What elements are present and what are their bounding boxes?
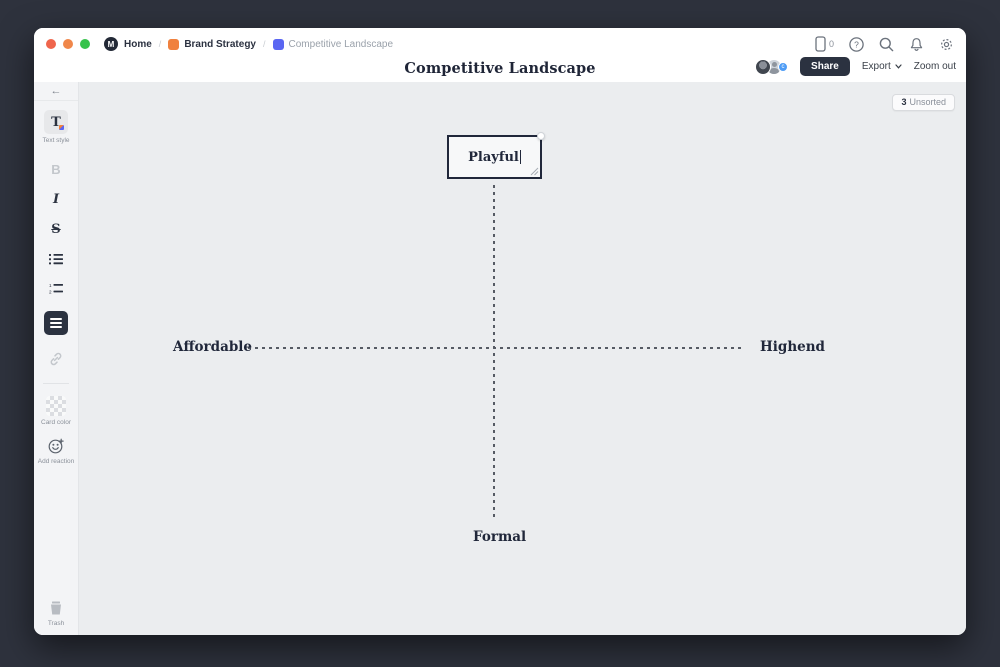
minimize-window-button[interactable] [63,39,73,49]
trash-icon [51,601,61,615]
avatar [755,58,772,75]
board-icon-competitive-landscape [272,38,284,50]
board-icon-brand-strategy [168,38,180,50]
content-area: ← T Text style B I S [34,82,966,635]
breadcrumb-separator: / [158,39,162,49]
add-reaction-label: Add reaction [37,458,75,465]
zoom-out-button[interactable]: Zoom out [913,61,956,72]
link-button[interactable] [44,347,68,371]
svg-text:?: ? [854,39,859,49]
italic-button[interactable]: I [44,187,68,211]
chevron-down-icon [895,64,902,69]
mobile-uploads-button[interactable]: 0 [815,36,834,52]
share-button[interactable]: Share [800,57,850,76]
breadcrumb-brand-strategy[interactable]: Brand Strategy [184,38,256,50]
card-color-button[interactable]: Card color [41,396,71,426]
svg-text:1: 1 [49,283,52,288]
phone-icon [815,36,826,52]
titlebar-actions: c Share Export Zoom out [755,57,956,76]
export-label: Export [861,61,891,72]
numbered-list-icon: 12 [49,283,63,295]
bell-icon [910,37,923,51]
horizontal-axis-line[interactable] [248,347,745,349]
back-button[interactable]: ← [34,82,78,101]
unsorted-count: 3 [901,97,907,107]
strikethrough-button[interactable]: S [44,217,68,241]
italic-icon: I [52,191,60,207]
card-color-label: Card color [41,419,71,426]
text-style-icon: T [44,110,68,134]
unsorted-label: Unsorted [909,97,946,107]
matrix-card-playful[interactable]: Playful [447,132,545,179]
text-style-color-dot [59,125,64,130]
trash-button[interactable]: Trash [47,599,65,627]
help-icon: ? [849,36,864,52]
close-window-button[interactable] [46,39,56,49]
text-card-icon [44,311,68,335]
maximize-window-button[interactable] [80,39,90,49]
notifications-button[interactable] [909,37,924,52]
bold-icon: B [51,161,61,177]
title-bar: Competitive Landscape c Share Export Zoo… [34,57,966,82]
link-icon [50,352,62,366]
axis-label-affordable[interactable]: Affordable [173,339,253,355]
format-sidebar: ← T Text style B I S [34,82,79,635]
gear-icon [941,38,952,50]
breadcrumb-home[interactable]: Home [124,38,152,50]
text-style-label: Text style [42,137,70,144]
text-card-button[interactable] [44,311,68,335]
axis-label-formal[interactable]: Formal [473,529,527,545]
collaborator-badge: c [778,61,789,72]
text-style-button[interactable]: T Text style [42,110,70,144]
selection-handle[interactable] [537,132,545,140]
app-window: M Home / Brand Strategy / Competitive La… [34,28,966,635]
matrix-card-text: Playful [468,149,519,165]
app-logo[interactable]: M [104,37,118,51]
vertical-axis-line[interactable] [493,185,495,520]
search-button[interactable] [879,37,894,52]
svg-text:2: 2 [49,290,52,295]
add-reaction-button[interactable]: Add reaction [37,438,75,465]
top-bar: M Home / Brand Strategy / Competitive La… [34,28,966,60]
breadcrumb-competitive-landscape[interactable]: Competitive Landscape [288,38,394,50]
search-icon [879,37,894,51]
axis-label-highend[interactable]: Highend [760,339,825,355]
text-style-glyph: T [51,114,61,130]
text-caret [519,150,521,164]
topbar-actions: 0 ? [815,36,954,52]
help-button[interactable]: ? [849,36,864,52]
strikethrough-icon: S [51,221,61,237]
trash-label: Trash [47,620,65,627]
settings-button[interactable] [939,37,954,52]
bullet-list-icon [49,254,63,265]
mobile-uploads-count: 0 [828,39,834,49]
collaborator-avatars[interactable]: c [755,58,789,75]
page-title: Competitive Landscape [404,60,596,77]
bullet-list-button[interactable] [44,247,68,271]
card-color-icon [45,396,66,416]
breadcrumb-separator: / [263,39,266,49]
sidebar-divider [43,383,69,384]
resize-grip-icon[interactable] [529,166,539,176]
add-reaction-icon [48,438,64,454]
bold-button[interactable]: B [44,157,68,181]
window-controls [46,39,90,49]
export-menu[interactable]: Export [862,61,902,72]
